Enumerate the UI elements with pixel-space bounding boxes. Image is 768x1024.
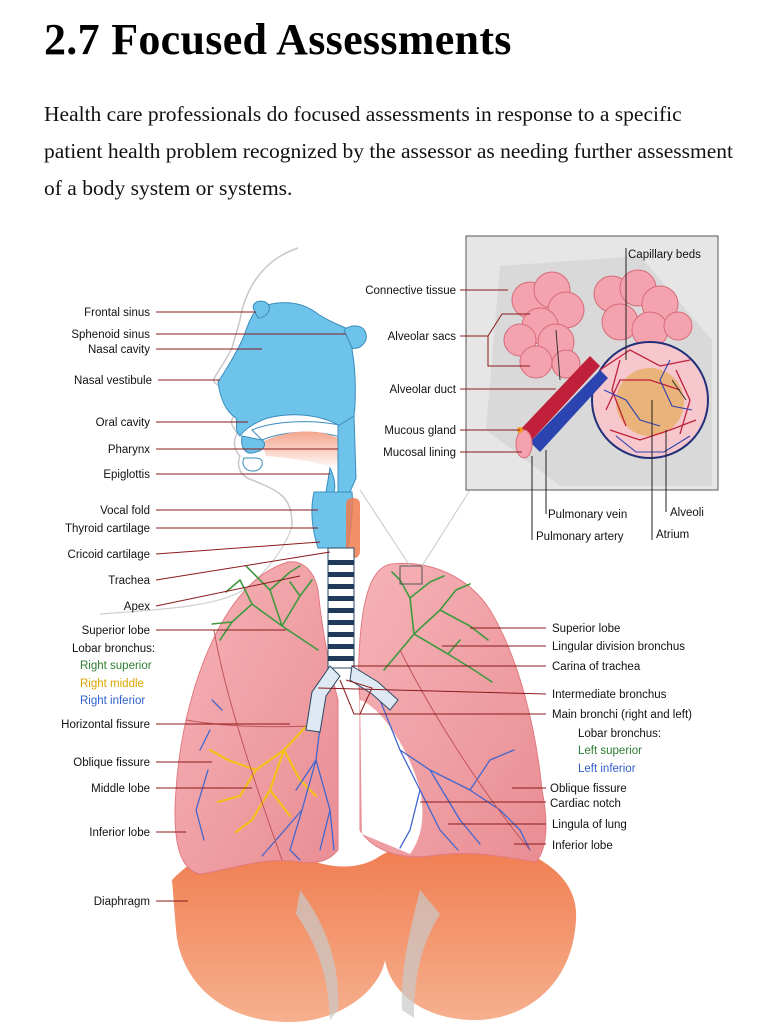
label-apex: Apex <box>124 601 150 613</box>
label-mucosal-lining: Mucosal lining <box>383 447 456 459</box>
label-lingula-of-lung: Lingula of lung <box>552 819 627 831</box>
label-intermediate-bronchus: Intermediate bronchus <box>552 689 667 701</box>
label-capillary-beds: Capillary beds <box>628 249 701 261</box>
label-right-middle-bronchus: Right middle <box>80 678 144 690</box>
label-right-inferior-bronchus: Right inferior <box>80 695 145 707</box>
label-trachea: Trachea <box>108 575 150 587</box>
magnification-guide-lines <box>359 489 471 567</box>
intro-paragraph: Health care professionals do focused ass… <box>44 102 733 200</box>
label-left-inferior-lobe: Inferior lobe <box>552 840 613 852</box>
right-main-bronchus <box>305 665 341 733</box>
label-oral-cavity: Oral cavity <box>96 417 151 429</box>
cardiac-notch <box>360 700 423 854</box>
label-left-superior-bronchus: Left superior <box>578 745 642 757</box>
label-main-bronchi: Main bronchi (right and left) <box>552 709 692 721</box>
label-lobar-bronchus-right: Lobar bronchus: <box>72 643 155 655</box>
label-epiglottis: Epiglottis <box>103 469 150 481</box>
label-right-superior-lobe: Superior lobe <box>82 625 150 637</box>
diaphragm-center <box>296 890 440 1020</box>
label-right-superior-bronchus: Right superior <box>80 660 152 672</box>
label-lingular-division-bronchus: Lingular division bronchus <box>552 641 685 653</box>
label-vocal-fold: Vocal fold <box>100 505 150 517</box>
page-title: 2.7 Focused Assessments <box>44 15 512 64</box>
right-middle-bronchus-tree <box>208 718 318 834</box>
label-left-oblique-fissure: Oblique fissure <box>550 783 627 795</box>
label-cricoid-cartilage: Cricoid cartilage <box>68 549 150 561</box>
label-cardiac-notch: Cardiac notch <box>550 798 621 810</box>
label-connective-tissue: Connective tissue <box>365 285 456 297</box>
neck-outline <box>99 525 293 615</box>
diagram-canvas: Frontal sinus Sphenoid sinus Nasal cavit… <box>61 235 719 1022</box>
label-right-inferior-lobe: Inferior lobe <box>89 827 150 839</box>
inset-leader-lines-dark <box>531 248 667 540</box>
left-superior-bronchus-tree <box>383 571 493 683</box>
label-alveolar-duct: Alveolar duct <box>390 384 457 396</box>
label-frontal-sinus: Frontal sinus <box>84 307 150 319</box>
pharynx-shape <box>337 415 357 493</box>
respiratory-system-diagram: Frontal sinus Sphenoid sinus Nasal cavit… <box>0 230 768 1024</box>
label-right-oblique-fissure: Oblique fissure <box>73 757 150 769</box>
label-carina-of-trachea: Carina of trachea <box>552 661 641 673</box>
magnified-region-box <box>399 565 423 585</box>
inset-leader-lines <box>460 289 556 453</box>
label-mucous-gland: Mucous gland <box>384 425 456 437</box>
label-left-inferior-bronchus: Left inferior <box>578 763 636 775</box>
label-horizontal-fissure: Horizontal fissure <box>61 719 150 731</box>
label-atrium: Atrium <box>656 529 689 541</box>
left-leader-lines <box>155 311 346 902</box>
label-alveolar-sacs: Alveolar sacs <box>388 331 457 343</box>
alveoli-inset <box>465 235 719 491</box>
label-nasal-cavity: Nasal cavity <box>88 344 150 356</box>
sphenoid-sinus-shape <box>343 325 367 349</box>
label-thyroid-cartilage: Thyroid cartilage <box>65 523 150 535</box>
left-inferior-bronchus-tree <box>379 699 531 851</box>
left-oblique-fissure-line <box>399 649 531 851</box>
nasal-cavity-shape <box>217 302 357 437</box>
right-oblique-fissure-line <box>213 629 283 861</box>
label-pharynx: Pharynx <box>108 444 150 456</box>
label-diaphragm: Diaphragm <box>94 896 150 908</box>
tongue-shape <box>262 431 344 470</box>
label-nasal-vestibule: Nasal vestibule <box>74 375 152 387</box>
label-pulmonary-vein: Pulmonary vein <box>548 509 627 521</box>
label-left-superior-lobe: Superior lobe <box>552 623 620 635</box>
label-middle-lobe: Middle lobe <box>91 783 150 795</box>
label-lobar-bronchus-left: Lobar bronchus: <box>578 728 661 740</box>
label-pulmonary-artery: Pulmonary artery <box>536 531 624 543</box>
left-main-bronchus <box>349 665 399 711</box>
right-leader-lines <box>317 627 547 845</box>
frontal-sinus-shape <box>252 300 270 319</box>
lower-lip-shape <box>242 457 263 472</box>
right-superior-bronchus-tree <box>211 565 319 651</box>
label-sphenoid-sinus: Sphenoid sinus <box>71 329 150 341</box>
epiglottis-shape <box>325 466 336 493</box>
horizontal-fissure-line <box>185 719 313 728</box>
right-inferior-bronchus-tree <box>195 699 335 861</box>
esophagus-shape <box>346 498 360 558</box>
label-alveoli: Alveoli <box>670 507 704 519</box>
diaphragm-shape <box>172 837 577 1022</box>
trachea-shape <box>327 547 355 669</box>
